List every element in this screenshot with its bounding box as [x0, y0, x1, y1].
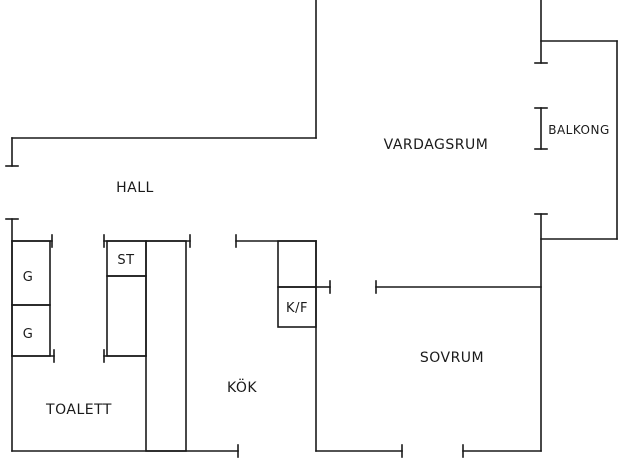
- wardrobe-2: [11, 304, 51, 357]
- fixture-label-stad: ST: [117, 253, 134, 268]
- fridge-freezer: [277, 286, 317, 328]
- fixtures: [11, 240, 317, 452]
- room-label-hall: HALL: [116, 180, 154, 196]
- fixture-label-kyl-frys: K/F: [286, 301, 308, 316]
- fixture-label-garderob-2: G: [23, 327, 34, 342]
- closet-column: [106, 275, 147, 357]
- fixture-label-garderob-1: G: [23, 270, 34, 285]
- interior-walls: [11, 234, 542, 452]
- balcony-walls: [534, 0, 618, 452]
- room-label-kok: KÖK: [227, 378, 257, 396]
- room-label-vardagsrum: VARDAGSRUM: [384, 137, 489, 153]
- room-label-sovrum: SOVRUM: [420, 350, 484, 366]
- kitchen-cabinet-upper: [277, 240, 317, 288]
- kitchen-counter: [145, 240, 187, 452]
- room-label-balkong: BALKONG: [548, 123, 610, 137]
- outer-walls: [5, 0, 542, 458]
- room-label-toalett: TOALETT: [45, 402, 112, 418]
